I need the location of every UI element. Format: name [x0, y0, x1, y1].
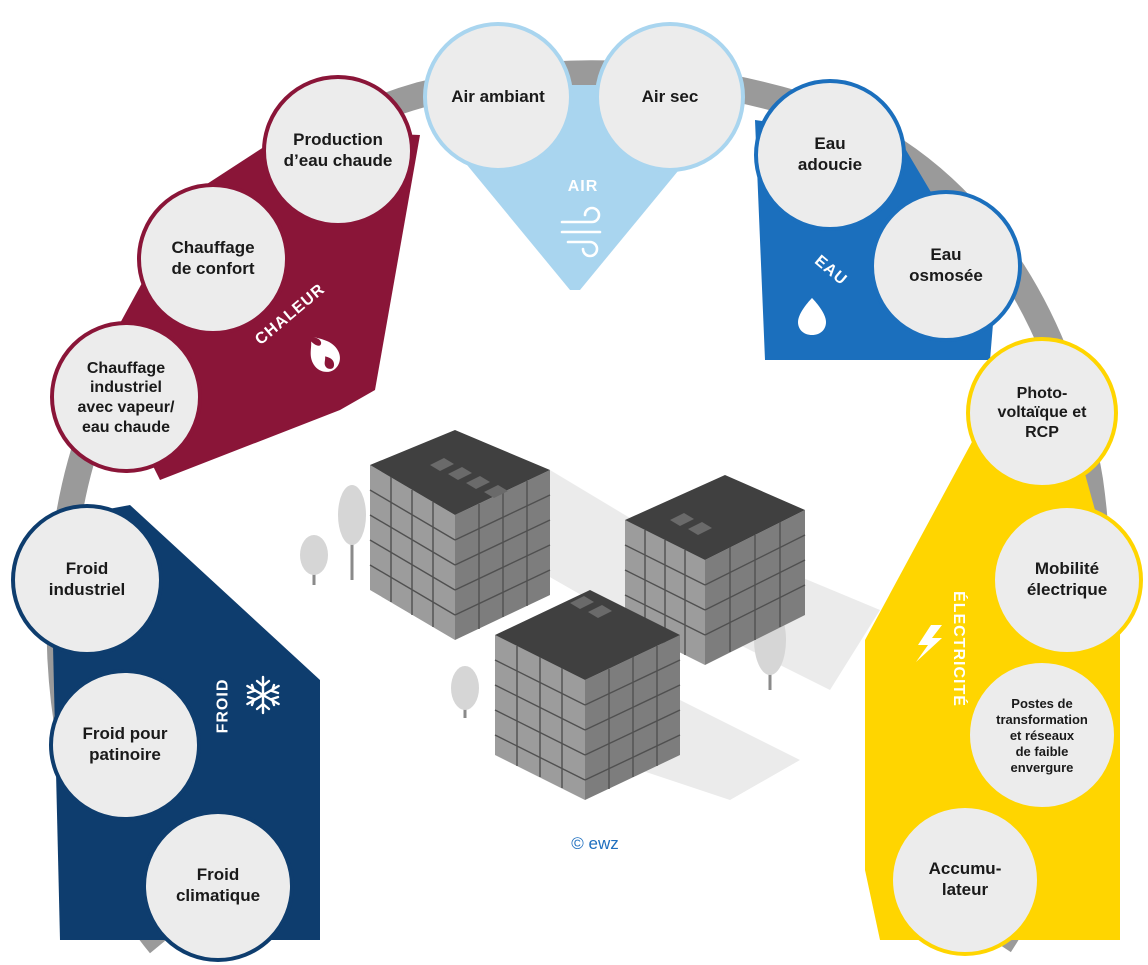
- circle-chauffage-confort[interactable]: [137, 183, 289, 335]
- label-mobilite: Mobilité électrique: [1026, 559, 1108, 599]
- circle-eau-adoucie[interactable]: [754, 79, 906, 231]
- category-label-electricite: ÉLECTRICITÉ: [949, 591, 967, 707]
- label-froid-patinoire: Froid pour patinoire: [82, 724, 168, 764]
- circle-photovoltaique[interactable]: [966, 337, 1118, 489]
- circle-air-ambiant[interactable]: [423, 22, 573, 172]
- service-circles: [11, 22, 1143, 962]
- flame-icon: [310, 336, 340, 372]
- building-front: [494, 590, 681, 800]
- wind-icon: [560, 206, 602, 258]
- circle-mobilite[interactable]: [991, 504, 1143, 656]
- category-label-froid: FROID: [214, 678, 232, 734]
- water-drop-icon: [798, 298, 826, 335]
- circle-production-eau-chaude[interactable]: [262, 75, 414, 227]
- label-eau-osmosee: Eau osmosée: [909, 245, 983, 285]
- label-air-sec: Air sec: [641, 86, 699, 106]
- lightning-icon: [916, 625, 942, 662]
- label-postes: Postes de transformation et réseaux de f…: [996, 696, 1088, 775]
- circle-froid-climatique[interactable]: [142, 810, 294, 962]
- circle-eau-osmosee[interactable]: [870, 190, 1022, 342]
- label-froid-industriel: Froid industriel: [48, 559, 126, 599]
- label-accumulateur: Accumu- lateur: [928, 859, 1002, 899]
- circle-froid-patinoire[interactable]: [49, 669, 201, 821]
- copyright-credit: © ewz: [571, 834, 619, 853]
- snowflake-icon: [246, 675, 280, 715]
- label-froid-climatique: Froid climatique: [175, 865, 261, 905]
- circle-postes[interactable]: [966, 659, 1118, 811]
- label-photovoltaique: Photo- voltaïque et RCP: [997, 384, 1087, 441]
- building-left: [369, 430, 551, 640]
- category-label-air: AIR: [567, 178, 599, 195]
- circle-froid-industriel[interactable]: [11, 504, 163, 656]
- label-production-eau-chaude: Production d’eau chaude: [283, 130, 393, 170]
- circle-chauffage-industriel[interactable]: [50, 321, 202, 473]
- label-chauffage-confort: Chauffage de confort: [171, 238, 255, 278]
- circle-accumulateur[interactable]: [889, 804, 1041, 956]
- label-eau-adoucie: Eau adoucie: [797, 134, 863, 174]
- label-chauffage-industriel: Chauffage industriel avec vapeur/ eau ch…: [77, 359, 175, 436]
- label-air-ambiant: Air ambiant: [451, 86, 545, 106]
- circle-air-sec[interactable]: [595, 22, 745, 172]
